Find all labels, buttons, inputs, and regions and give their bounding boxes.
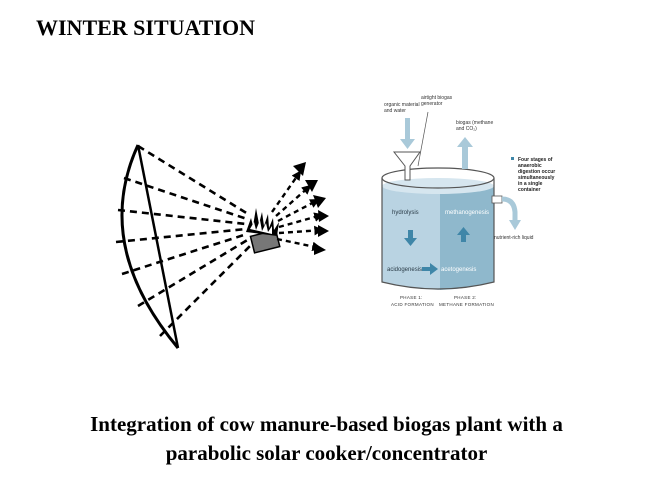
caption-line2: parabolic solar cooker/concentrator [165,441,488,465]
outlet-label: nutrient-rich liquid [494,235,534,241]
sun-ray-arrowheads [293,162,329,255]
stages-note-line6: container [518,187,541,193]
stage-arrows [404,227,470,275]
sun-ray-arrow-icon [271,170,324,252]
stages-note-line5: in a single [518,181,543,187]
outlet-pipe [491,195,521,230]
gas-outlet-arrow-icon [457,137,473,169]
flame-icon [246,208,279,236]
stage-methanogenesis: methanogenesis [445,210,489,216]
biogas-label-line1: biogas (methane [456,120,493,126]
stages-note-line3: digestion occur [518,169,555,175]
phase2-line2: METHANE FORMATION [439,302,494,307]
biogas-label-line2: and CO₂) [456,126,477,132]
stage-acidogenesis: acidogenesis [387,267,422,273]
stages-note: Four stages of anaerobic digestion occur… [511,157,555,193]
funnel-icon [392,118,421,181]
page-title: WINTER SITUATION [36,15,256,40]
concentrated-rays [115,144,253,337]
caption-line1: Integration of cow manure-based biogas p… [90,412,563,436]
generator-pointer-line [417,111,429,167]
stage-hydrolysis: hydrolysis [392,210,419,216]
generator-label-line2: generator [421,101,443,107]
generator-label-line1: airtight biogas [421,95,453,101]
phase1-line1: PHASE 1: [400,295,423,300]
stages-note-line1: Four stages of [518,157,553,163]
phase1-line2: ACID FORMATION [391,302,434,307]
input-label-line1: organic material [384,102,420,108]
input-label-line2: and water [384,108,406,114]
phase2-line1: PHASE 2: [454,295,477,300]
figure-caption: Integration of cow manure-based biogas p… [0,410,653,468]
stage-acetogenesis: acetogenesis [441,267,476,273]
stages-note-line2: anaerobic [518,163,542,169]
parabolic-dish-icon [120,144,180,349]
stages-note-line4: simultaneously [518,175,555,181]
